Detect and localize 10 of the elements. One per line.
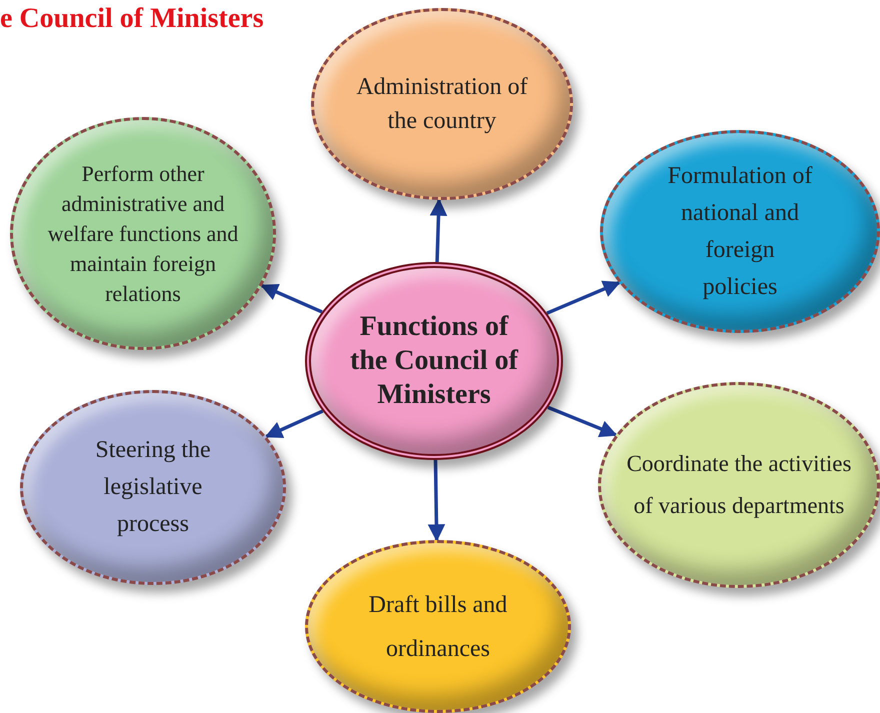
arrow xyxy=(430,198,448,262)
arrow xyxy=(428,460,446,542)
node-label: Formulation of national and foreign policies xyxy=(667,162,813,302)
node-label: Perform other administrative and welfare functions and maintain foreign relations xyxy=(46,160,240,308)
node-label: Draft bills and ordinances xyxy=(368,590,508,664)
node-label: Administration of the country xyxy=(355,73,529,136)
title: e Council of Ministers xyxy=(0,2,264,36)
node-label: Coordinate the activities of various departments xyxy=(626,450,852,520)
node-label: Steering the legislative process xyxy=(94,436,212,539)
node-label: Functions of the Council of Ministers xyxy=(349,310,520,412)
